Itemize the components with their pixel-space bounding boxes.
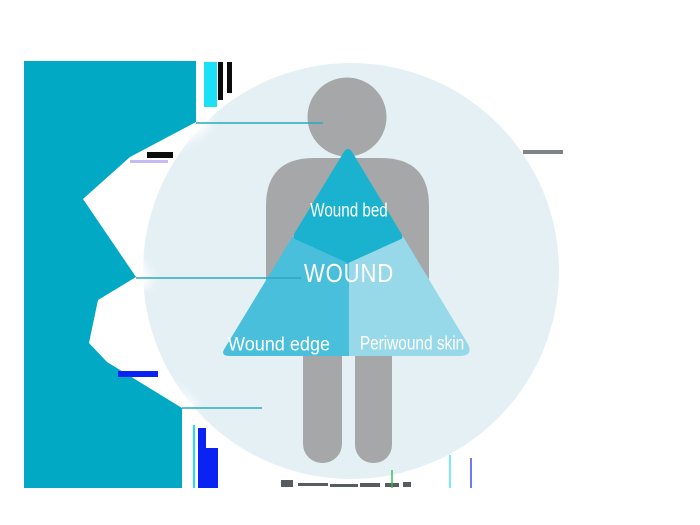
glitch-black-bar-1 [218,62,223,100]
glitch-cyan-hairline [193,425,195,488]
wound-label: WOUND [303,258,395,288]
glitch-dark-tick-3 [330,484,358,487]
glitch-dark-tick-6 [403,482,411,487]
glitch-dark-tick-2 [298,483,328,486]
glitch-blue-bar-2 [206,448,218,488]
glitch-blue-dash [118,371,158,377]
glitch-artifacts [118,62,563,488]
glitch-dark-tick-4 [360,483,380,487]
glitch-blue-hairline [470,458,472,488]
glitch-cyan-bar [204,62,217,107]
glitch-black-bar-2 [227,62,232,93]
periwound-skin-label: Periwound skin [359,333,465,355]
glitch-blue-bar-1 [198,428,206,488]
glitch-gray-dash [523,150,563,154]
wound-bed-label: Wound bed [310,200,388,222]
figure-head [307,77,387,157]
glitch-dark-tick-1 [281,480,293,487]
wound-edge-label: Wound edge [227,334,331,356]
figure-leg-left [303,330,342,463]
glitch-black-dash [147,152,173,158]
teal-accent-shape [24,61,196,488]
figure-leg-right [355,330,392,463]
glitch-green-hairline [391,470,393,488]
glitch-lavender-dash [130,160,168,163]
glitch-cyan-hairline-2 [449,455,451,488]
